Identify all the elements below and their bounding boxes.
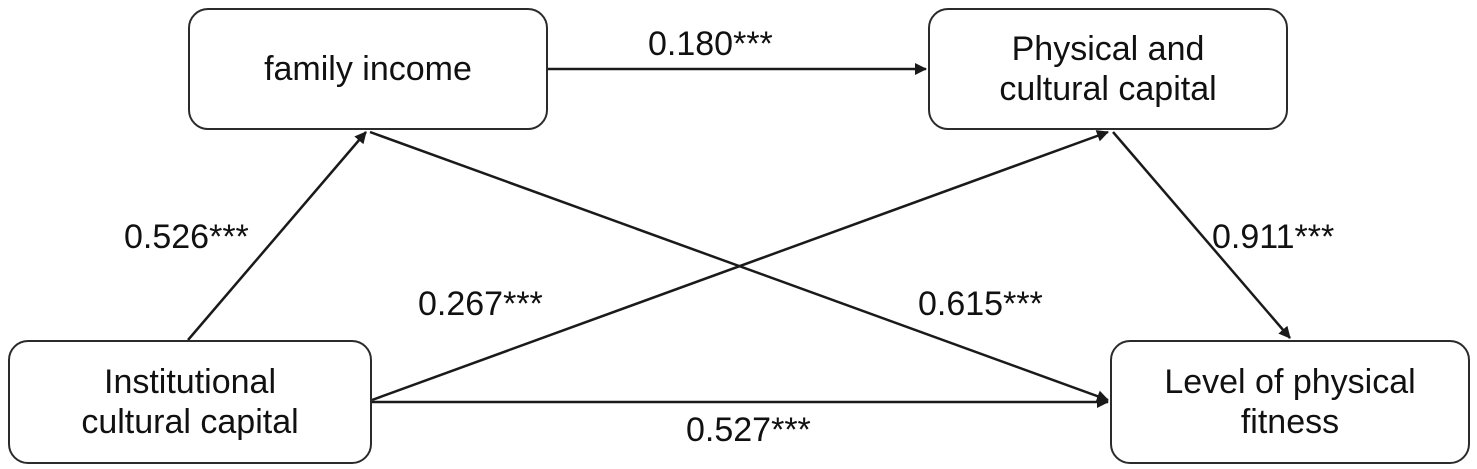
node-institutional-cultural-capital-label: Institutional cultural capital [81, 362, 299, 441]
coef-physical-cultural-capital-to-fitness: 0.911*** [1212, 218, 1335, 256]
node-physical-fitness: Level of physical fitness [1110, 340, 1470, 464]
node-family-income: family income [188, 8, 548, 130]
arrow-institutional-to-family-income [187, 131, 367, 341]
coef-institutional-to-physical-cultural-capital: 0.267*** [418, 285, 543, 323]
coef-institutional-to-fitness: 0.527*** [686, 411, 811, 449]
coef-institutional-to-family-income: 0.526*** [124, 218, 249, 256]
arrow-physical-cultural-capital-to-fitness [1112, 131, 1291, 339]
node-physical-fitness-label: Level of physical fitness [1164, 362, 1416, 441]
arrow-family-income-to-fitness [369, 130, 1109, 402]
node-institutional-cultural-capital: Institutional cultural capital [8, 340, 372, 464]
node-physical-cultural-capital: Physical and cultural capital [928, 8, 1288, 130]
coef-family-income-to-physical-cultural-capital: 0.180*** [648, 25, 773, 63]
coef-family-income-to-fitness: 0.615*** [918, 285, 1043, 323]
node-family-income-label: family income [264, 49, 472, 88]
node-physical-cultural-capital-label: Physical and cultural capital [999, 29, 1217, 108]
